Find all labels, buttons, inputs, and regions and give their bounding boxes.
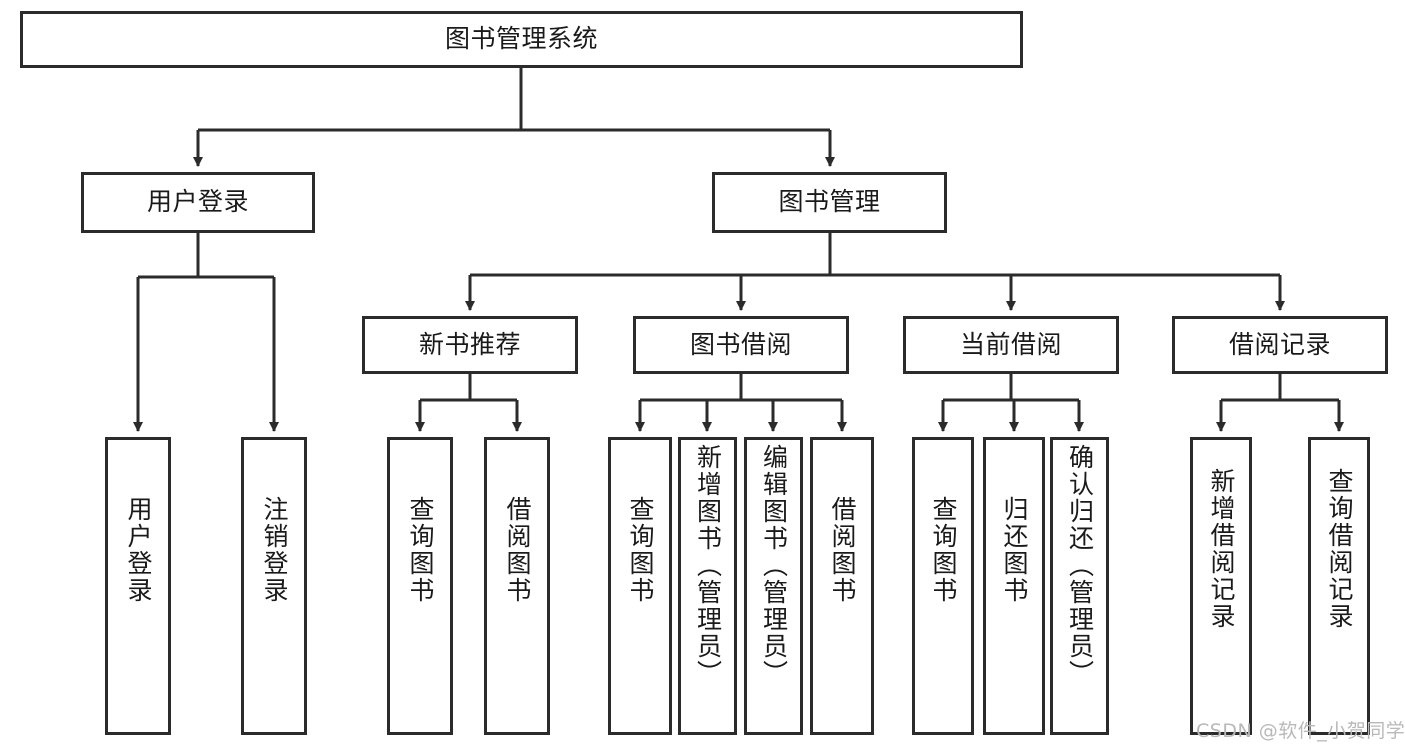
node-new-book-recommend[interactable]: 新书推荐 [362,316,578,374]
leaf-return-book[interactable]: 归还图书 [983,437,1045,735]
csdn-watermark: CSDN @软件_小贺同学 [1196,720,1405,742]
node-user-login-label: 用户登录 [146,187,249,217]
leaf-add-borrow-record-label: 新增借阅记录 [1207,468,1236,630]
leaf-query-borrow-record[interactable]: 查询借阅记录 [1308,437,1370,735]
leaf-query-book-recommend[interactable]: 查询图书 [387,437,453,735]
node-book-borrow[interactable]: 图书借阅 [633,316,849,374]
node-user-login[interactable]: 用户登录 [81,172,315,233]
node-new-book-recommend-label: 新书推荐 [418,329,521,359]
leaf-borrow-book-recommend[interactable]: 借阅图书 [484,437,550,735]
leaf-user-login-label: 用户登录 [124,496,153,604]
leaf-confirm-return-admin[interactable]: 确认归还（管理员） [1050,437,1109,735]
leaf-query-book-current-label: 查询图书 [929,496,958,604]
node-book-management[interactable]: 图书管理 [712,172,947,233]
node-current-borrow[interactable]: 当前借阅 [903,316,1119,374]
leaf-query-book-borrow[interactable]: 查询图书 [608,437,672,735]
node-borrow-record-label: 借阅记录 [1228,329,1331,359]
node-borrow-record[interactable]: 借阅记录 [1172,316,1388,374]
leaf-add-book-admin[interactable]: 新增图书（管理员） [678,437,737,735]
leaf-lend-book[interactable]: 借阅图书 [810,437,874,735]
leaf-query-book-recommend-label: 查询图书 [406,496,435,604]
leaf-edit-book-admin[interactable]: 编辑图书（管理员） [744,437,803,735]
leaf-logout-label: 注销登录 [260,496,289,604]
leaf-return-book-label: 归还图书 [1000,496,1029,604]
leaf-logout[interactable]: 注销登录 [241,437,307,735]
node-book-management-label: 图书管理 [778,187,881,217]
leaf-add-borrow-record[interactable]: 新增借阅记录 [1190,437,1252,735]
leaf-query-book-borrow-label: 查询图书 [626,496,655,604]
leaf-confirm-return-admin-label: 确认归还（管理员） [1065,444,1095,687]
node-current-borrow-label: 当前借阅 [959,329,1062,359]
leaf-user-login[interactable]: 用户登录 [105,437,171,735]
leaf-query-borrow-record-label: 查询借阅记录 [1325,468,1354,630]
leaf-query-book-current[interactable]: 查询图书 [912,437,974,735]
leaf-edit-book-admin-label: 编辑图书（管理员） [759,444,789,687]
node-book-borrow-label: 图书借阅 [689,329,792,359]
leaf-borrow-book-recommend-label: 借阅图书 [503,496,532,604]
leaf-lend-book-label: 借阅图书 [828,496,857,604]
leaf-add-book-admin-label: 新增图书（管理员） [693,444,723,687]
node-root-system[interactable]: 图书管理系统 [20,11,1023,68]
node-root-system-label: 图书管理系统 [444,24,598,54]
